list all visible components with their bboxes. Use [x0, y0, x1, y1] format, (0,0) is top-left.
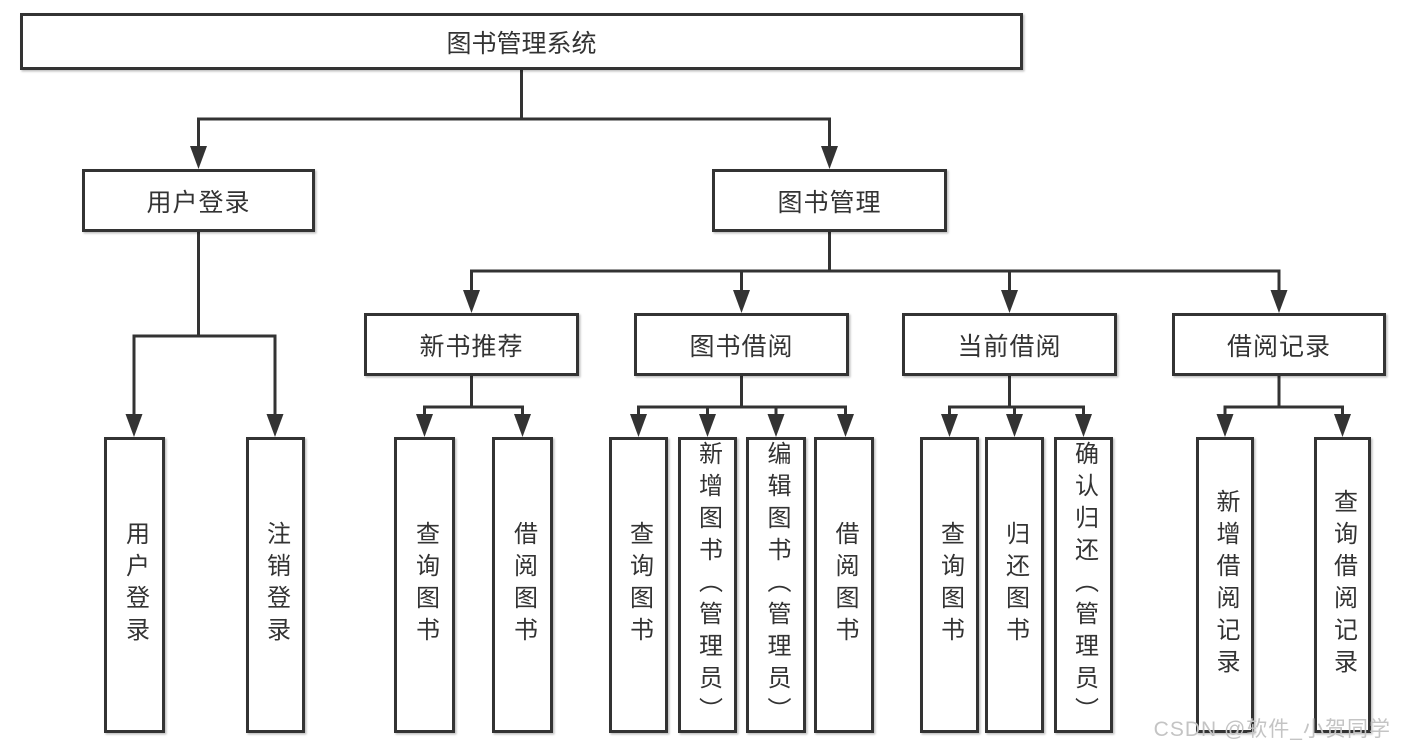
arrow-down-icon [1216, 414, 1234, 437]
connector-new-book-children [423, 376, 524, 417]
arrow-down-icon [190, 146, 207, 169]
leaf-borrow-books-recommend: 借阅图书 [492, 437, 553, 733]
connector-book-management-children [470, 232, 1281, 291]
connector-user-login-children [132, 232, 277, 417]
leaf-return-book: 归还图书 [985, 437, 1044, 733]
node-book-borrow: 图书借阅 [634, 313, 849, 376]
leaf-label: 归还图书 [1001, 521, 1029, 649]
node-new-book-recommend: 新书推荐 [364, 313, 579, 376]
arrow-down-icon [733, 290, 750, 313]
connector-book-borrow-children [637, 376, 847, 417]
arrow-down-icon [1270, 290, 1288, 313]
leaf-label: 用户登录 [121, 521, 149, 649]
arrow-down-icon [821, 146, 838, 169]
arrow-down-icon [514, 414, 531, 437]
arrow-down-icon [1006, 414, 1023, 437]
leaf-label: 注销登录 [262, 521, 290, 649]
leaf-edit-book-admin: 编辑图书（管理员） [746, 437, 806, 733]
leaf-label: 查询图书 [411, 521, 439, 649]
leaf-user-login: 用户登录 [104, 437, 165, 733]
leaf-label: 编辑图书（管理员） [763, 441, 790, 729]
leaf-borrow-books: 借阅图书 [814, 437, 874, 733]
arrow-down-icon [266, 414, 284, 437]
arrowheads [125, 146, 1351, 437]
arrow-down-icon [767, 414, 785, 437]
leaf-query-books-recommend: 查询图书 [394, 437, 455, 733]
node-borrow-records: 借阅记录 [1172, 313, 1386, 376]
leaf-label: 查询图书 [625, 521, 653, 649]
arrow-down-icon [699, 414, 716, 437]
leaf-label: 确认归还（管理员） [1070, 441, 1098, 729]
leaf-label: 借阅图书 [509, 521, 537, 649]
leaf-logout: 注销登录 [246, 437, 305, 733]
arrow-down-icon [837, 414, 854, 437]
node-book-management: 图书管理 [712, 169, 947, 232]
node-user-login: 用户登录 [82, 169, 315, 232]
arrow-down-icon [125, 414, 143, 437]
leaf-label: 新增图书（管理员） [694, 441, 722, 729]
arrow-down-icon [1075, 414, 1092, 437]
connector-root-to-level2 [197, 70, 831, 147]
leaf-label: 查询图书 [936, 521, 964, 649]
arrow-down-icon [463, 290, 480, 313]
leaf-query-borrow-record: 查询借阅记录 [1314, 437, 1371, 733]
leaf-query-books-borrow: 查询图书 [609, 437, 668, 733]
csdn-watermark: CSDN @软件_小贺同学 [1153, 718, 1391, 741]
arrow-down-icon [630, 414, 647, 437]
leaf-label: 新增借阅记录 [1212, 489, 1239, 681]
leaf-add-borrow-record: 新增借阅记录 [1196, 437, 1254, 733]
leaf-query-books-current: 查询图书 [920, 437, 979, 733]
connector-current-borrow-children [948, 376, 1085, 417]
leaf-label: 借阅图书 [831, 521, 858, 649]
connector-borrow-records-children [1223, 376, 1344, 417]
node-library-system: 图书管理系统 [20, 13, 1023, 70]
arrow-down-icon [1334, 414, 1351, 437]
leaf-add-book-admin: 新增图书（管理员） [678, 437, 737, 733]
leaf-label: 查询借阅记录 [1329, 489, 1357, 681]
node-current-borrow: 当前借阅 [902, 313, 1117, 376]
leaf-confirm-return-admin: 确认归还（管理员） [1054, 437, 1113, 733]
arrow-down-icon [1001, 290, 1018, 313]
arrow-down-icon [941, 414, 958, 437]
arrow-down-icon [416, 414, 433, 437]
